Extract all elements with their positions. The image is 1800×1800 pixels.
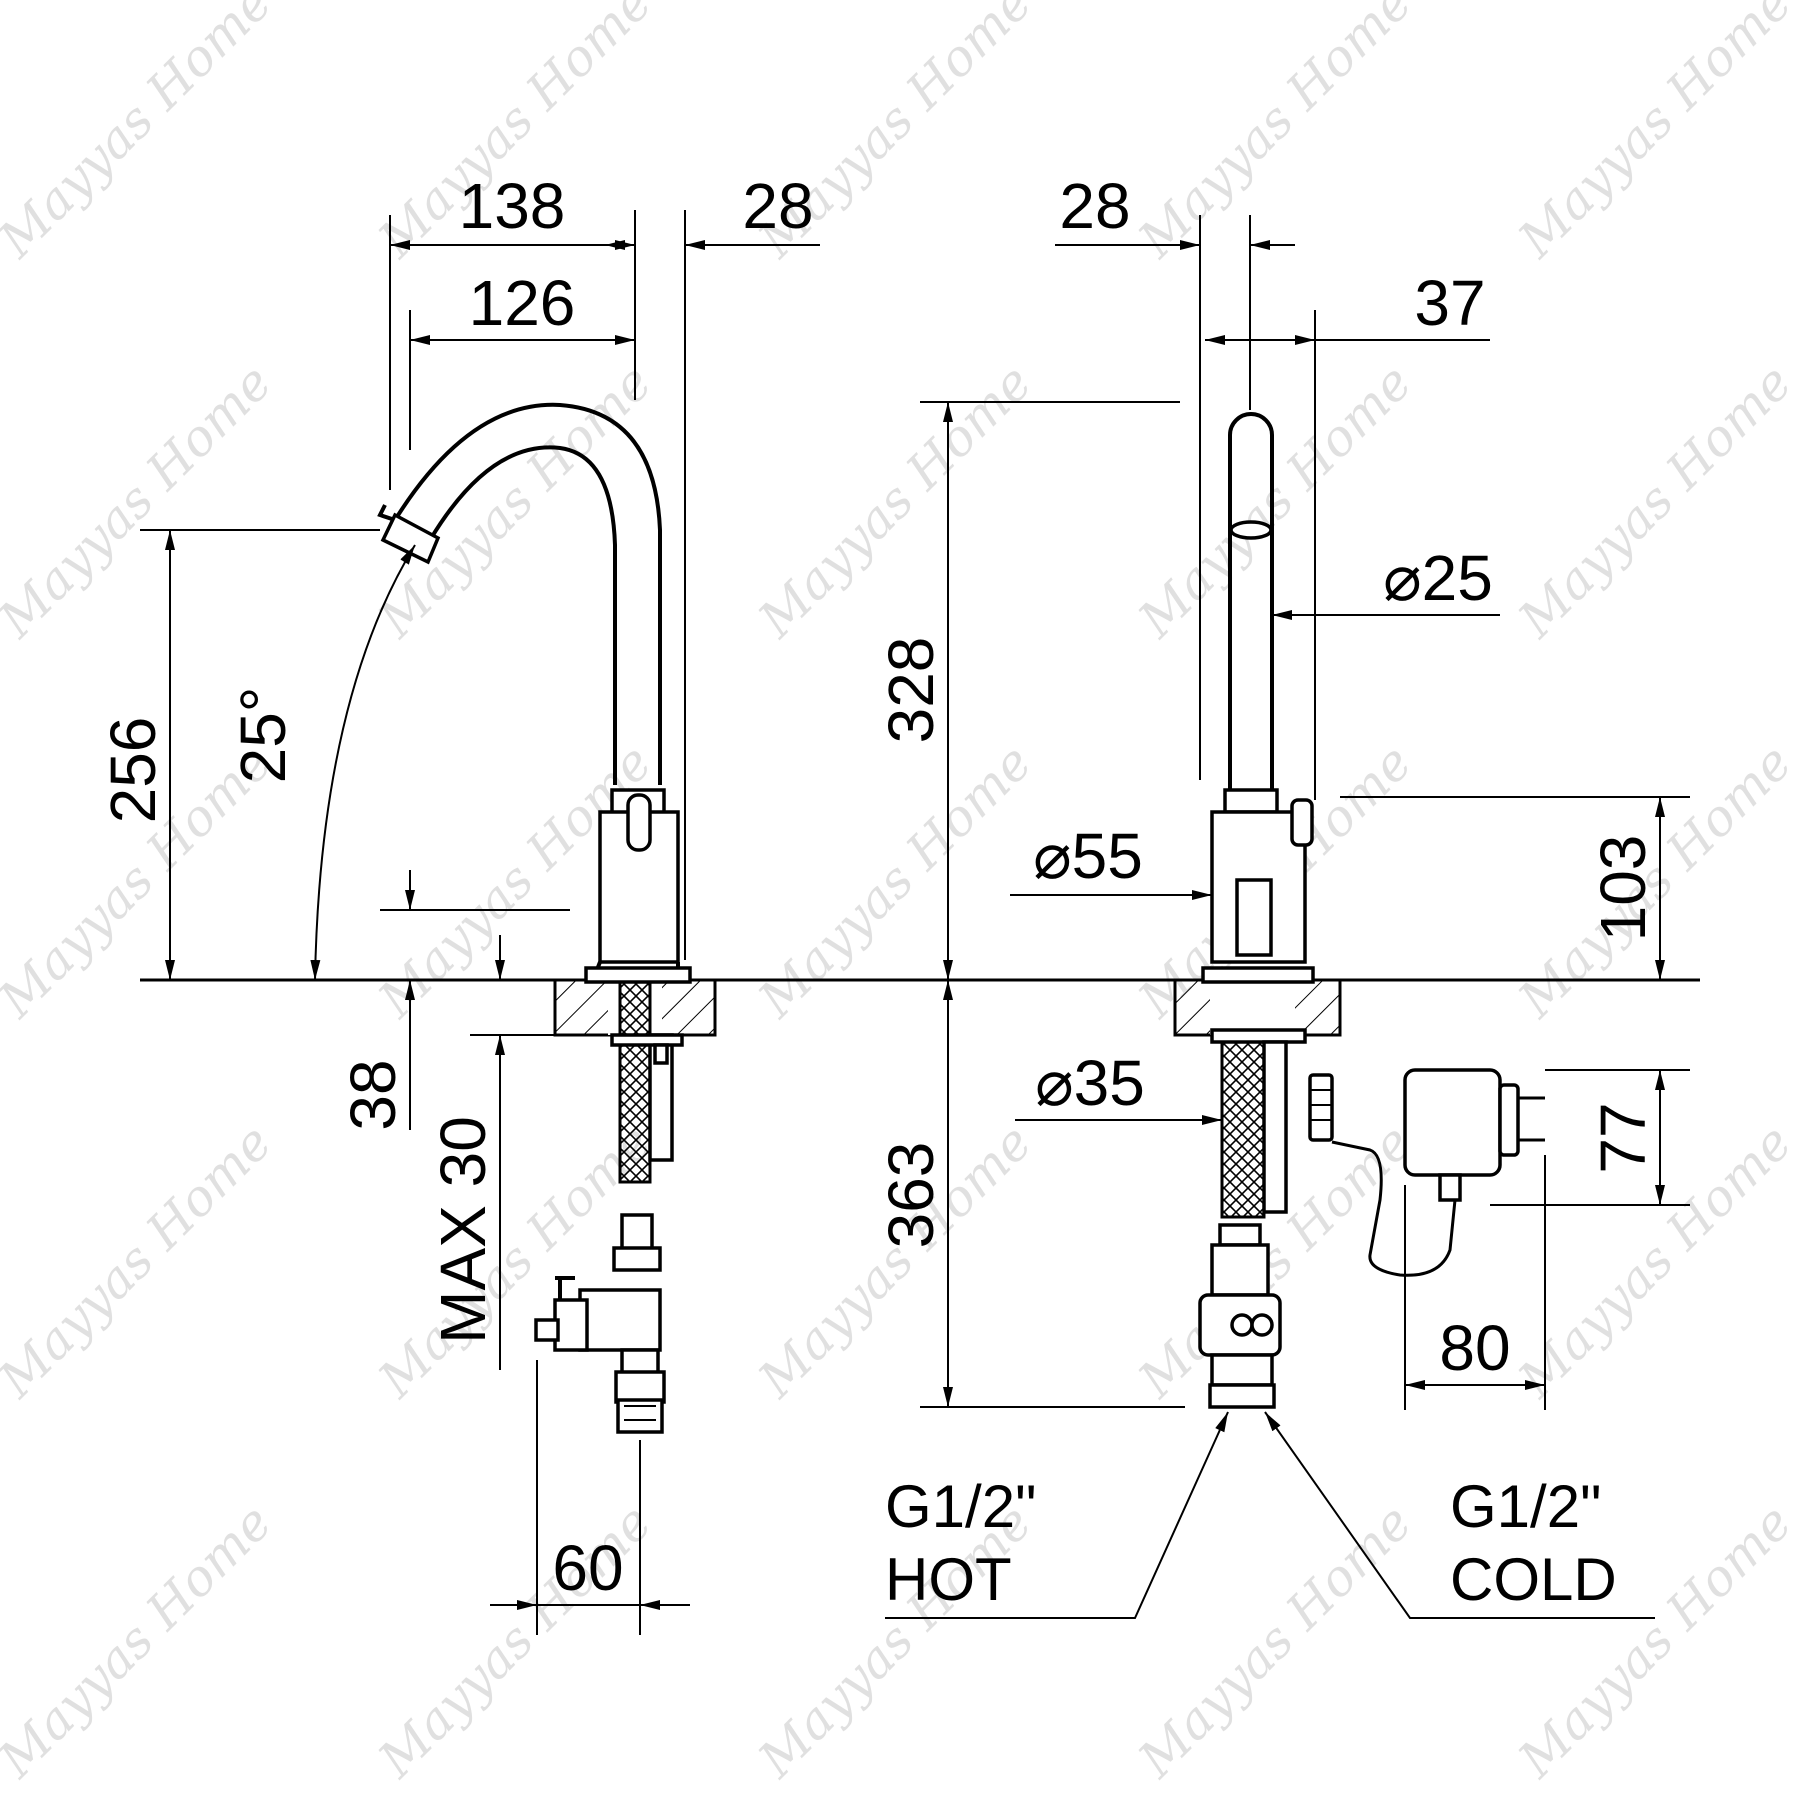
- countertop-section-front: [1173, 978, 1342, 1037]
- dim-label-77: 77: [1587, 1102, 1659, 1173]
- dim-spout-offset: 37: [1205, 267, 1490, 800]
- dim-outlet-height: 256: [97, 529, 380, 980]
- dim-label-256: 256: [97, 717, 169, 824]
- dim-label-dia-35: ⌀35: [1035, 1047, 1145, 1119]
- dim-body-height: 103: [1340, 796, 1690, 980]
- dim-hose-length: 363: [875, 980, 1185, 1408]
- power-adapter: [1308, 1068, 1545, 1277]
- watermark-text: Mayyas Home: [0, 0, 283, 269]
- dim-label-max-30: MAX 30: [427, 1116, 499, 1344]
- faucet-body-front: [1201, 788, 1315, 984]
- dim-label-38: 38: [337, 1059, 409, 1130]
- faucet-body-side: [584, 788, 692, 984]
- dim-label-37: 37: [1414, 267, 1485, 339]
- dim-label-28-side: 28: [742, 170, 813, 242]
- solenoid-valve-side: [534, 1213, 666, 1434]
- spout-front: [1228, 412, 1274, 790]
- watermark-text: Mayyas Home: [367, 353, 663, 649]
- hose-side: [610, 980, 684, 1184]
- hose-front: [1210, 1028, 1307, 1219]
- dim-label-25-degrees: 25°: [227, 687, 299, 784]
- dim-spout-diameter: ⌀25: [1272, 542, 1500, 620]
- watermark-text: Mayyas Home: [1127, 353, 1423, 649]
- dim-label-126: 126: [469, 267, 576, 339]
- dim-spout-reach-inner: 126: [409, 267, 635, 450]
- dim-swivel-angle: 25°: [227, 544, 416, 981]
- dim-base-diameter: ⌀55: [1010, 820, 1212, 900]
- watermark-text: Mayyas Home: [0, 1113, 283, 1409]
- hot-label: HOT: [885, 1546, 1012, 1613]
- watermark-text: Mayyas Home: [747, 353, 1043, 649]
- watermark-text: Mayyas Home: [747, 733, 1043, 1029]
- dim-spout-height: 328: [875, 401, 1180, 980]
- cold-size-label: G1/2": [1450, 1473, 1601, 1540]
- watermark-text: Mayyas Home: [1507, 353, 1800, 649]
- gooseneck-spout: [377, 402, 662, 785]
- dim-spout-reach-outer: 138: [389, 170, 636, 490]
- dim-label-dia-55: ⌀55: [1033, 820, 1143, 892]
- dim-label-60: 60: [552, 1532, 623, 1604]
- dim-adapter-height: 77: [1490, 1069, 1690, 1206]
- hot-size-label: G1/2": [885, 1473, 1036, 1540]
- side-view: 138 126 28 256 25°: [97, 170, 820, 1635]
- dim-max-deck-thickness: MAX 30: [427, 935, 555, 1370]
- cold-label: COLD: [1450, 1546, 1617, 1613]
- dim-label-138: 138: [459, 170, 566, 242]
- dim-deck-hole-depth: 38: [337, 870, 570, 1131]
- cold-connection-callout: G1/2" COLD: [1264, 1411, 1655, 1619]
- dim-adapter-width: 80: [1404, 1155, 1546, 1410]
- front-view: 28 37 ⌀25 ⌀55 328 103: [875, 170, 1690, 1619]
- dim-label-28-front: 28: [1059, 170, 1130, 242]
- dim-valve-offset: 60: [490, 1360, 690, 1635]
- dim-label-363: 363: [875, 1142, 947, 1249]
- watermark-text: Mayyas Home: [0, 1493, 283, 1789]
- dim-label-103: 103: [1587, 835, 1659, 942]
- dim-hose-diameter: ⌀35: [1015, 1047, 1222, 1125]
- watermark-text: Mayyas Home: [1127, 0, 1423, 269]
- dim-body-width-side: 28: [605, 170, 820, 960]
- valve-front: [1198, 1223, 1282, 1409]
- watermark-text: Mayyas Home: [1507, 0, 1800, 269]
- watermark-text: Mayyas Home: [0, 353, 283, 649]
- dim-body-depth-front: 28: [1055, 170, 1295, 780]
- dim-label-80: 80: [1439, 1312, 1510, 1384]
- hot-connection-callout: G1/2" HOT: [885, 1411, 1229, 1619]
- dim-label-dia-25: ⌀25: [1383, 542, 1493, 614]
- dim-label-328: 328: [875, 637, 947, 744]
